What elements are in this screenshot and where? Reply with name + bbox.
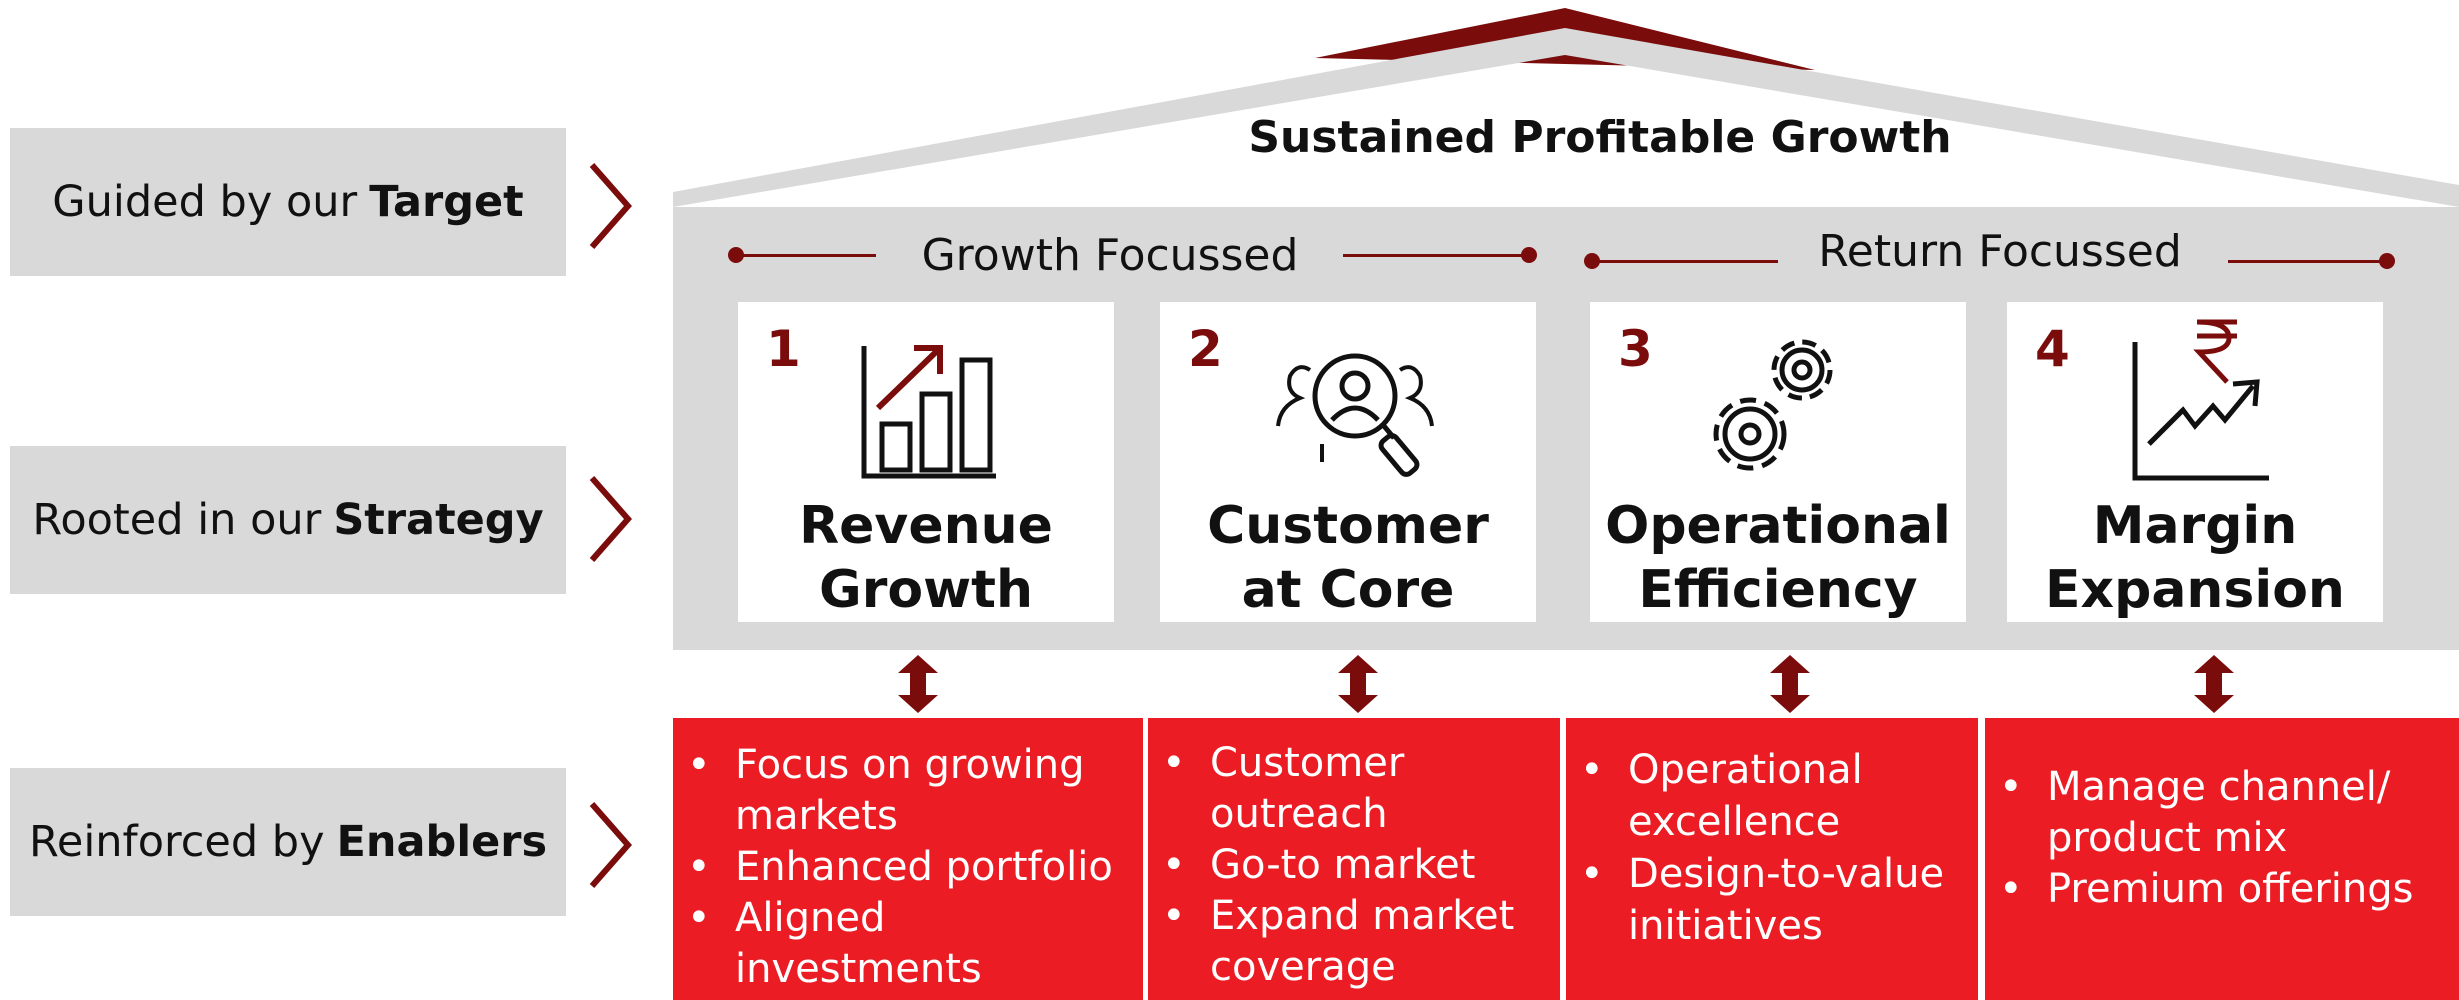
pillar-customer-at-core: 2 Customer at Core — [1160, 302, 1536, 622]
chevron-right-icon — [589, 476, 632, 562]
pillar-title: Customer at Core — [1160, 494, 1536, 622]
enabler-item: Go-to market — [1148, 840, 1560, 891]
enabler-item-line: Expand market — [1210, 893, 1515, 939]
header-dot — [2379, 253, 2395, 269]
enabler-box-1: Focus on growing markets Enhanced portfo… — [673, 718, 1143, 1000]
enabler-item: Design-to-value initiatives — [1566, 848, 1978, 952]
enabler-item: Operational excellence — [1566, 744, 1978, 848]
enabler-item-line: coverage — [1210, 944, 1396, 990]
header-line — [2228, 260, 2386, 263]
left-label-enablers: Reinforced by Enablers — [10, 768, 566, 916]
enabler-item-line: markets — [735, 793, 898, 839]
enabler-item-line: Operational — [1628, 747, 1863, 793]
enabler-item-line: Enhanced portfolio — [735, 844, 1113, 890]
enabler-item-line: Manage channel/ — [2047, 764, 2391, 810]
double-arrow-icon — [1338, 655, 1378, 713]
pillar-number: 3 — [1618, 320, 1653, 378]
gears-icon — [1713, 339, 1833, 471]
pillar-title-line2: Efficiency — [1638, 560, 1918, 620]
pillar-title-line2: Expansion — [2045, 560, 2345, 620]
header-line — [1343, 254, 1528, 257]
enabler-item: Focus on growing markets — [673, 740, 1143, 842]
pillar-title: Margin Expansion — [2007, 494, 2383, 622]
enabler-item: Aligned investments — [673, 893, 1143, 995]
left-label-prefix: Reinforced by — [28, 817, 325, 867]
pillar-operational-efficiency: 3 Operational Efficiency — [1590, 302, 1966, 622]
header-dot — [1521, 247, 1537, 263]
pillar-revenue-growth: 1 Revenue Growth — [738, 302, 1114, 622]
enabler-item-line: Focus on growing — [735, 742, 1085, 788]
enabler-item-line: Design-to-value — [1628, 851, 1945, 897]
enabler-item-line: Aligned — [735, 895, 886, 941]
enabler-list: Customer outreach Go-to market Expand ma… — [1148, 738, 1560, 993]
enabler-item: Premium offerings — [1985, 864, 2459, 915]
pillar-number: 2 — [1188, 320, 1223, 378]
pillar-title: Revenue Growth — [738, 494, 1114, 622]
pillar-title-line1: Operational — [1605, 496, 1951, 556]
left-label-bold: Enablers — [336, 817, 548, 867]
section-growth-focussed: Growth Focussed — [921, 230, 1299, 281]
enabler-box-3: Operational excellence Design-to-value i… — [1566, 718, 1978, 1000]
header-line — [736, 254, 876, 257]
chevron-right-icon — [589, 802, 632, 888]
rupee-trend-icon — [2132, 319, 2269, 481]
header-line — [1592, 260, 1778, 263]
left-label-prefix: Rooted in our — [32, 495, 322, 545]
pillar-number: 1 — [766, 320, 801, 378]
chevron-right-icon — [589, 163, 632, 249]
enabler-item: Manage channel/ product mix — [1985, 762, 2459, 864]
roof — [673, 8, 2459, 207]
pillar-margin-expansion: 4 Margin Expansion — [2007, 302, 2383, 622]
enabler-item-line: Go-to market — [1210, 842, 1476, 888]
enabler-item: Enhanced portfolio — [673, 842, 1143, 893]
double-arrow-icon — [2194, 655, 2234, 713]
enabler-item-line: outreach — [1210, 791, 1388, 837]
enabler-item-line: initiatives — [1628, 903, 1823, 949]
enabler-item-line: excellence — [1628, 799, 1841, 845]
pillar-title: Operational Efficiency — [1590, 494, 1966, 622]
enabler-box-4: Manage channel/ product mix Premium offe… — [1985, 718, 2459, 1000]
enabler-item: Customer outreach — [1148, 738, 1560, 840]
pillar-title-line1: Margin — [2092, 496, 2298, 556]
left-label-strategy: Rooted in our Strategy — [10, 446, 566, 594]
double-arrow-icon — [1770, 655, 1810, 713]
section-return-focussed: Return Focussed — [1818, 226, 2182, 277]
pillar-title-line1: Customer — [1207, 496, 1489, 556]
enabler-item-line: product mix — [2047, 815, 2288, 861]
enabler-item-line: Premium offerings — [2047, 866, 2414, 912]
customer-search-icon — [1276, 353, 1434, 477]
enabler-list: Operational excellence Design-to-value i… — [1566, 744, 1978, 952]
roof-title: Sustained Profitable Growth — [1248, 112, 1952, 163]
pillar-title-line2: at Core — [1241, 560, 1455, 620]
pillar-number: 4 — [2035, 320, 2070, 378]
enabler-item: Expand market coverage — [1148, 891, 1560, 993]
enabler-item-line: Customer — [1210, 740, 1405, 786]
left-label-bold: Target — [369, 177, 524, 227]
pillar-title-line1: Revenue — [799, 496, 1053, 556]
enabler-item-line: investments — [735, 946, 982, 992]
enabler-box-2: Customer outreach Go-to market Expand ma… — [1148, 718, 1560, 1000]
left-label-bold: Strategy — [333, 495, 544, 545]
pillar-title-line2: Growth — [819, 560, 1033, 620]
left-label-prefix: Guided by our — [52, 177, 358, 227]
double-arrow-icon — [898, 655, 938, 713]
enabler-list: Manage channel/ product mix Premium offe… — [1985, 762, 2459, 915]
left-label-target: Guided by our Target — [10, 128, 566, 276]
bar-chart-growth-icon — [861, 345, 996, 479]
enabler-list: Focus on growing markets Enhanced portfo… — [673, 740, 1143, 995]
